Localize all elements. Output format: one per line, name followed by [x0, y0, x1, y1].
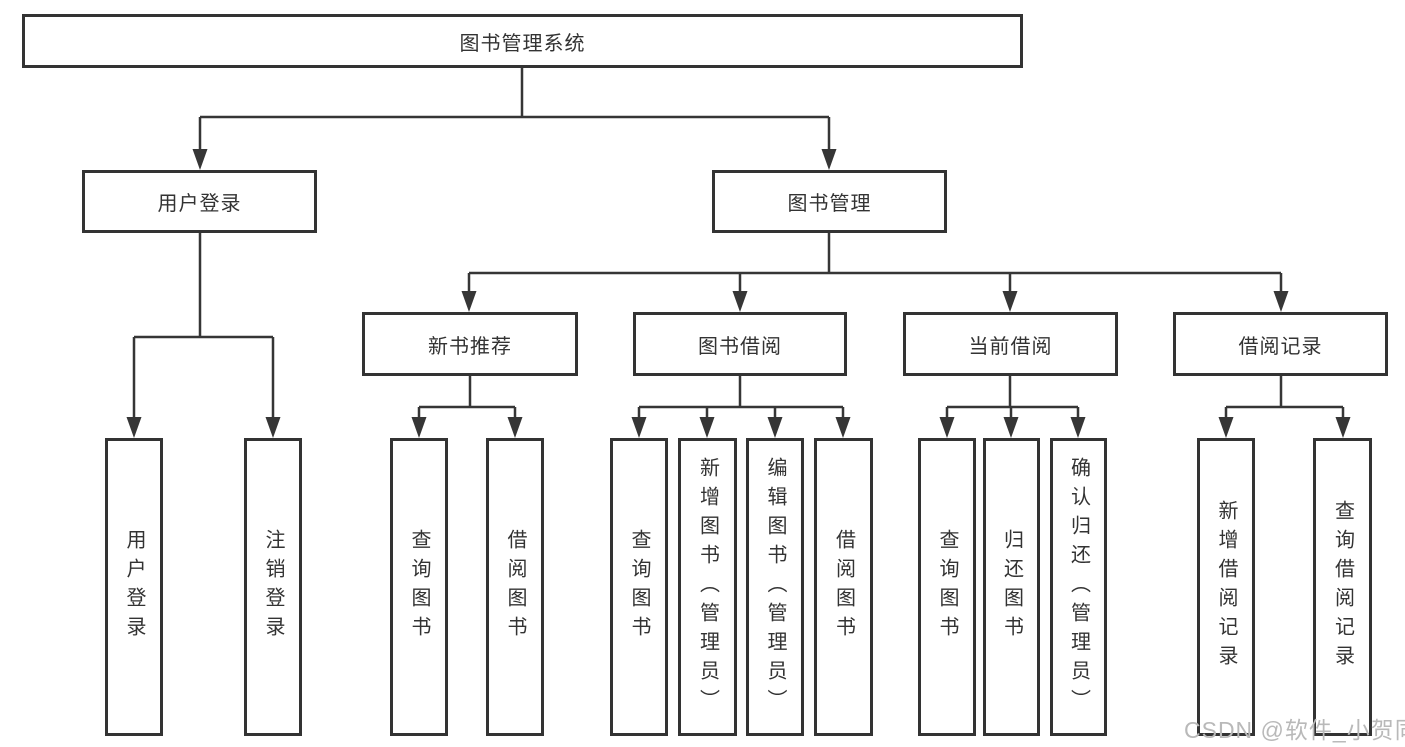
node-root-label: 图书管理系统: [459, 32, 586, 55]
leaf-borrow-books-borrowing-label: 借阅图书: [832, 529, 855, 645]
leaf-query-borrow-record-label: 查询借阅记录: [1331, 500, 1354, 674]
leaf-user-login-label: 用户登录: [123, 529, 145, 645]
leaf-query-borrow-record: 查询借阅记录: [1313, 438, 1372, 736]
connector-new-book-recommend-children: [411, 376, 523, 438]
node-new-book-recommend: 新书推荐: [362, 312, 578, 376]
node-root-system: 图书管理系统: [22, 14, 1023, 68]
leaf-add-borrow-record-label: 新增借阅记录: [1215, 500, 1237, 674]
leaf-edit-books-admin: 编辑图书（管理员）: [746, 438, 804, 736]
leaf-borrow-books-borrowing: 借阅图书: [814, 438, 873, 736]
leaf-borrow-books-recommend: 借阅图书: [486, 438, 544, 736]
connector-current-borrowing-children: [939, 376, 1086, 438]
leaf-query-books-recommend-label: 查询图书: [408, 529, 430, 645]
leaf-add-books-admin: 新增图书（管理员）: [678, 438, 737, 736]
connector-borrowing-records-children: [1218, 376, 1351, 438]
node-book-borrowing-label: 图书借阅: [698, 335, 782, 358]
leaf-add-borrow-record: 新增借阅记录: [1197, 438, 1255, 736]
leaf-return-books-label: 归还图书: [1000, 529, 1023, 645]
node-book-management-label: 图书管理: [787, 193, 872, 215]
connector-book-borrowing-children: [631, 376, 851, 438]
node-borrowing-records-label: 借阅记录: [1238, 335, 1323, 358]
leaf-query-books-borrowing-label: 查询图书: [628, 529, 650, 645]
leaf-add-books-admin-label: 新增图书（管理员）: [696, 456, 719, 718]
csdn-watermark: CSDN @软件_小贺同学: [1184, 717, 1405, 743]
leaf-query-books-borrowing: 查询图书: [610, 438, 668, 736]
leaf-logout-login-label: 注销登录: [262, 529, 284, 645]
node-user-login: 用户登录: [82, 170, 317, 233]
leaf-borrow-books-recommend-label: 借阅图书: [504, 529, 526, 645]
leaf-logout-login: 注销登录: [244, 438, 302, 736]
leaf-return-books: 归还图书: [983, 438, 1040, 736]
leaf-user-login: 用户登录: [105, 438, 163, 736]
leaf-confirm-return-admin: 确认归还（管理员）: [1050, 438, 1107, 736]
leaf-confirm-return-admin-label: 确认归还（管理员）: [1067, 456, 1090, 718]
leaf-query-books-recommend: 查询图书: [390, 438, 448, 736]
leaf-query-books-current: 查询图书: [918, 438, 976, 736]
node-borrowing-records: 借阅记录: [1173, 312, 1388, 376]
node-user-login-label: 用户登录: [157, 193, 242, 215]
node-current-borrowing: 当前借阅: [903, 312, 1118, 376]
leaf-edit-books-admin-label: 编辑图书（管理员）: [764, 456, 786, 718]
leaf-query-books-current-label: 查询图书: [936, 529, 958, 645]
node-book-management: 图书管理: [712, 170, 947, 233]
connector-user-login-children: [126, 233, 281, 438]
connector-root-to-level2: [192, 68, 837, 170]
connector-book-management-children: [461, 233, 1289, 312]
node-book-borrowing: 图书借阅: [633, 312, 847, 376]
node-new-book-recommend-label: 新书推荐: [428, 335, 512, 358]
node-current-borrowing-label: 当前借阅: [968, 335, 1053, 358]
